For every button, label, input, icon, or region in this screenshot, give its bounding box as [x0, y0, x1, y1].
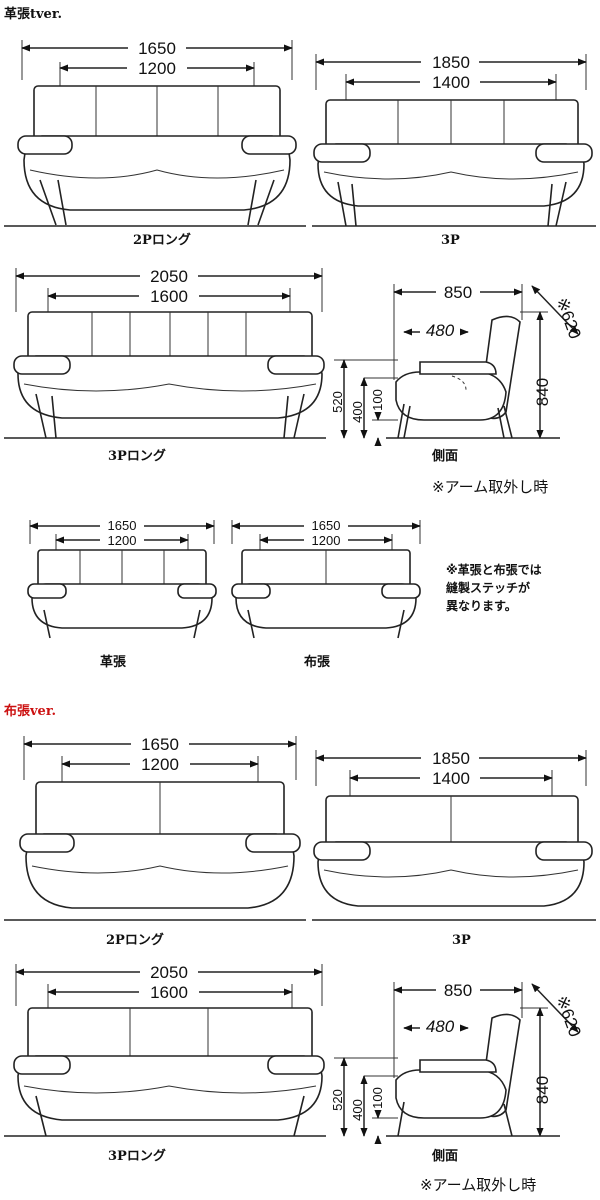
width-outer: 2050 [150, 963, 188, 982]
width-inner: 1400 [432, 769, 470, 788]
width-outer: 1650 [141, 735, 179, 754]
label-2p-long: 2Pロング [106, 932, 164, 948]
height: 840 [533, 378, 552, 406]
width-inner: 1600 [150, 287, 188, 306]
side-label: 側面 [431, 448, 458, 464]
side-view-leather: 850 480 ※620 840 520 400 100 側面 ※アーム取外し時 [330, 281, 585, 496]
width-outer: 2050 [150, 267, 188, 286]
fabric-version-header: 布張ver. [4, 703, 56, 719]
label-2p-long: 2Pロング [133, 232, 191, 248]
width-inner: 1200 [312, 533, 341, 548]
arm-removed-note: ※アーム取外し時 [432, 478, 548, 496]
arm-height: 520 [330, 391, 345, 413]
note-line-2: 縫製ステッチが [446, 580, 530, 595]
label-3p: 3P [452, 933, 471, 948]
arm-removed-note: ※アーム取外し時 [420, 1176, 536, 1194]
side-view-fabric: 850 480 ※620 840 520 400 100 側面 ※アーム取外し時 [330, 979, 585, 1194]
sofa-3p-long-fabric: 2050 1600 3Pロング [4, 961, 326, 1164]
seat-depth: 480 [426, 321, 455, 340]
label-fabric: 布張 [304, 654, 331, 670]
label-3p: 3P [441, 233, 460, 248]
label-3p-long: 3Pロング [108, 1148, 166, 1164]
leg-height: 100 [370, 1087, 385, 1109]
sofa-3p-fabric: 1850 1400 3P [312, 747, 596, 948]
width-inner: 1200 [141, 755, 179, 774]
comparison-fabric: 1650 1200 布張 [231, 516, 421, 670]
width-outer: 1650 [108, 518, 137, 533]
seat-depth: 480 [426, 1017, 455, 1036]
label-3p-long: 3Pロング [108, 448, 166, 464]
sofa-2p-long-leather: 1650 1200 2Pロング [4, 37, 306, 248]
width-inner: 1400 [432, 73, 470, 92]
width-outer: 1850 [432, 749, 470, 768]
seat-height: 400 [350, 401, 365, 423]
label-leather: 革張 [100, 654, 127, 670]
comparison-leather: 1650 1200 革張 [27, 516, 217, 670]
leather-version-header: 革張tver. [4, 6, 62, 22]
sofa-3p-long-leather: 2050 1600 3Pロング [4, 265, 326, 464]
width-outer: 1650 [312, 518, 341, 533]
width-inner: 1200 [108, 533, 137, 548]
note-line-1: ※革張と布張では [446, 562, 542, 577]
side-label: 側面 [431, 1148, 458, 1164]
diagonal: ※620 [552, 993, 584, 1040]
width-outer: 1850 [432, 53, 470, 72]
depth: 850 [444, 283, 472, 302]
width-outer: 1650 [138, 39, 176, 58]
leg-height: 100 [370, 389, 385, 411]
arm-height: 520 [330, 1089, 345, 1111]
note-line-3: 異なります。 [446, 599, 517, 613]
seat-height: 400 [350, 1099, 365, 1121]
sofa-2p-long-fabric: 1650 1200 2Pロング [4, 733, 306, 948]
height: 840 [533, 1076, 552, 1104]
depth: 850 [444, 981, 472, 1000]
stitch-note: ※革張と布張では 縫製ステッチが 異なります。 [446, 562, 542, 613]
width-inner: 1600 [150, 983, 188, 1002]
diagonal: ※620 [552, 295, 584, 342]
width-inner: 1200 [138, 59, 176, 78]
sofa-3p-leather: 1850 1400 3P [312, 51, 596, 248]
